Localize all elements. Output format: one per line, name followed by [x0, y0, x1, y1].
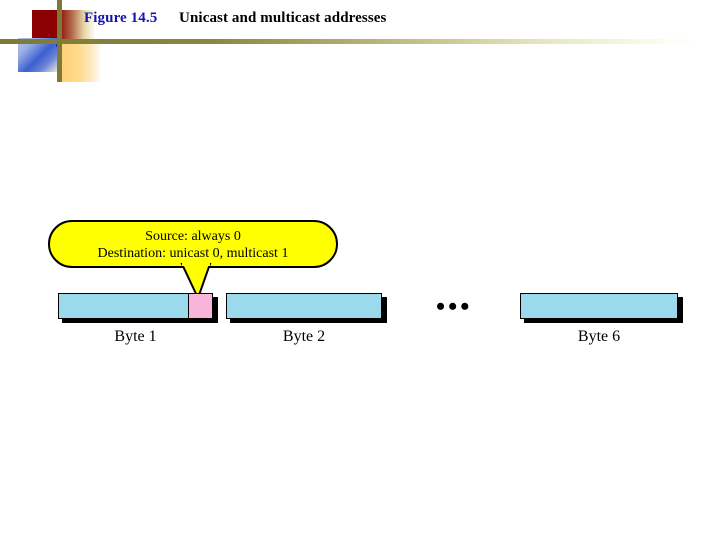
- byte-6-label: Byte 6: [577, 328, 621, 345]
- ellipsis-separator: •••: [436, 292, 473, 321]
- byte-1-box: [58, 293, 213, 319]
- callout-balloon-text: Source: always 0 Destination: unicast 0,…: [48, 222, 338, 268]
- callout-tail-icon: [180, 262, 212, 301]
- byte-1-flag-bit: [188, 293, 213, 319]
- byte-6-box: [520, 293, 678, 319]
- byte-2-label: Byte 2: [282, 328, 326, 345]
- deco-orange-square: [58, 42, 102, 82]
- header-decoration: [0, 0, 240, 95]
- byte-2-box: [226, 293, 382, 319]
- figure-number: Figure 14.5: [84, 10, 158, 26]
- page-title: Figure 14.5 Unicast and multicast addres…: [84, 10, 386, 27]
- callout-line-2: Destination: unicast 0, multicast 1: [97, 246, 289, 261]
- header-vertical-rule: [57, 0, 62, 82]
- header-horizontal-rule: [0, 39, 700, 44]
- figure-caption: Unicast and multicast addresses: [179, 10, 387, 26]
- callout-line-1: Source: always 0: [145, 229, 241, 244]
- byte-1-label: Byte 1: [114, 328, 157, 345]
